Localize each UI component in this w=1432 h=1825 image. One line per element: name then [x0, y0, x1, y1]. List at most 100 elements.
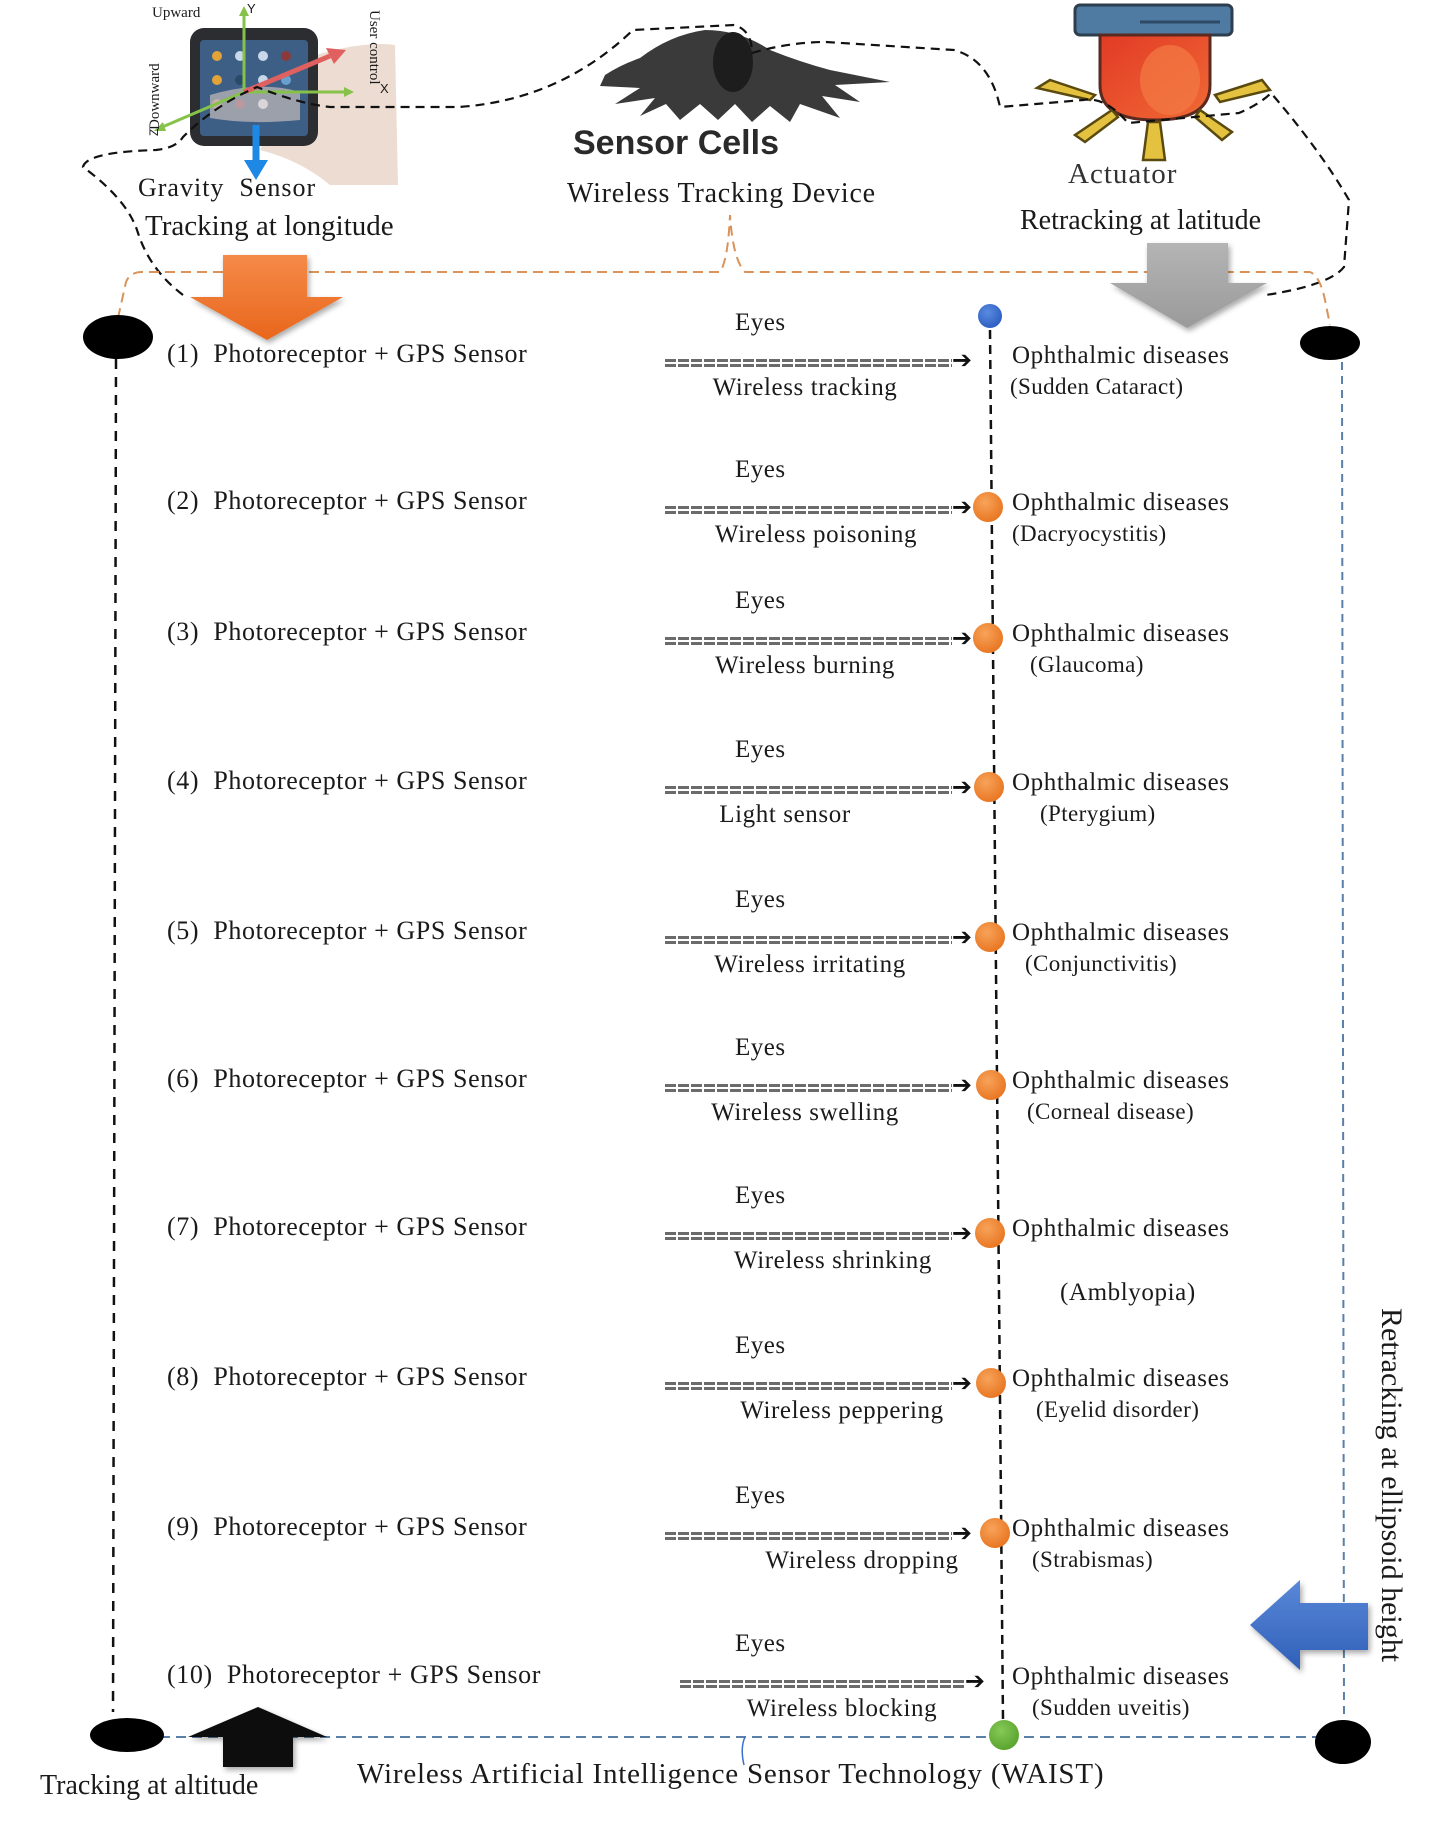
orange-dashed-frame [117, 214, 1331, 326]
row-source-text: Photoreceptor + GPS Sensor [213, 339, 528, 368]
blue-row-node [978, 304, 1002, 328]
row-arrow: ➔ [665, 626, 972, 650]
row-channel-label: Wireless irritating [714, 951, 906, 978]
arrow-head-icon: ➔ [951, 923, 972, 951]
row-source: (5) Photoreceptor + GPS Sensor [167, 918, 527, 944]
row-arrow: ➔ [665, 495, 972, 519]
arrow-head-icon: ➔ [951, 1219, 972, 1247]
row-disease-label: (Dacryocystitis) [1012, 521, 1167, 546]
wireless-tracking-device-label: Wireless Tracking Device [567, 178, 876, 209]
arrow-head-icon: ➔ [951, 624, 972, 652]
arrow-head-icon: ➔ [951, 1519, 972, 1547]
row-eyes-label: Eyes [735, 1332, 786, 1359]
row-channel-label: Wireless blocking [746, 1695, 938, 1722]
row-target-label: Ophthalmic diseases [1012, 1515, 1230, 1542]
row-eyes-label: Eyes [735, 1034, 786, 1061]
waist-title: Wireless Artificial Intelligence Sensor … [357, 1758, 1105, 1790]
row-arrow: ➔ [665, 348, 972, 372]
row-target-label: Ophthalmic diseases [1012, 620, 1230, 647]
orange-row-node [974, 772, 1004, 802]
row-target-label: Ophthalmic diseases [1012, 919, 1230, 946]
row-source-text: Photoreceptor + GPS Sensor [213, 1064, 528, 1093]
row-eyes-label: Eyes [735, 1182, 786, 1209]
row-source-text: Photoreceptor + GPS Sensor [213, 1362, 528, 1391]
row-number: (6) [167, 1064, 200, 1093]
row-disease-label: (Sudden uveitis) [1032, 1695, 1190, 1720]
row-eyes-label: Eyes [735, 587, 786, 614]
row-number: (8) [167, 1362, 200, 1391]
row-arrow: ➔ [665, 925, 972, 949]
row-source-text: Photoreceptor + GPS Sensor [213, 617, 528, 646]
row-channel-label: Wireless dropping [765, 1547, 959, 1574]
right-dashed-line [1341, 361, 1345, 1723]
gravity-sensor-label: Gravity Sensor [138, 173, 317, 202]
row-disease-label: (Eyelid disorder) [1036, 1397, 1200, 1422]
row-disease-label: (Strabismas) [1032, 1547, 1154, 1572]
row-source: (4) Photoreceptor + GPS Sensor [167, 768, 527, 794]
row-number: (10) [167, 1660, 213, 1689]
row-source: (8) Photoreceptor + GPS Sensor [167, 1364, 527, 1390]
row-disease-label: (Corneal disease) [1027, 1099, 1195, 1124]
row-source: (1) Photoreceptor + GPS Sensor [167, 341, 527, 367]
row-disease-label: (Conjunctivitis) [1025, 951, 1178, 976]
axis-user-control-label: User control [366, 10, 382, 85]
row-channel-label: Wireless burning [714, 652, 896, 679]
row-arrow: ➔ [665, 1073, 972, 1097]
row-channel-label: Wireless poisoning [714, 521, 918, 548]
row-target-label: Ophthalmic diseases [1012, 1365, 1230, 1392]
tracking-altitude-label: Tracking at altitude [40, 1770, 259, 1801]
row-target-label: Ophthalmic diseases [1012, 1067, 1230, 1094]
axis-downward-label: Downward [147, 63, 163, 130]
row-source: (6) Photoreceptor + GPS Sensor [167, 1066, 527, 1092]
orange-row-node [980, 1518, 1010, 1548]
row-source: (7) Photoreceptor + GPS Sensor [167, 1214, 527, 1240]
row-source: (3) Photoreceptor + GPS Sensor [167, 619, 527, 645]
row-source: (9) Photoreceptor + GPS Sensor [167, 1514, 527, 1540]
left-dashed-line [111, 358, 118, 1713]
blue-left-arrow [1250, 1580, 1368, 1670]
orange-row-node [976, 1070, 1006, 1100]
gray-down-arrow [1110, 243, 1267, 328]
black-up-arrow [188, 1707, 327, 1767]
row-eyes-label: Eyes [735, 886, 786, 913]
row-number: (9) [167, 1512, 200, 1541]
row-disease-label: (Glaucoma) [1030, 652, 1144, 677]
row-arrow: ➔ [665, 1221, 972, 1245]
row-number: (4) [167, 766, 200, 795]
row-channel-label: Wireless shrinking [734, 1247, 932, 1274]
row-target-label: Ophthalmic diseases [1012, 342, 1230, 369]
sensor-cell-illustration [600, 30, 890, 122]
row-arrow: ➔ [680, 1669, 985, 1693]
arrow-head-icon: ➔ [951, 493, 972, 521]
row-arrow: ➔ [665, 1371, 972, 1395]
axis-upward-label: Upward [152, 5, 201, 21]
user-control-arrow [243, 53, 331, 95]
row-target-label: Ophthalmic diseases [1012, 489, 1230, 516]
row-eyes-label: Eyes [735, 1630, 786, 1657]
row-eyes-label: Eyes [735, 456, 786, 483]
row-nodes [973, 304, 1010, 1548]
row-channel-label: Light sensor [719, 801, 851, 828]
row-target-label: Ophthalmic diseases [1012, 1215, 1230, 1242]
row-disease-label: (Pterygium) [1040, 801, 1156, 826]
row-source-text: Photoreceptor + GPS Sensor [213, 486, 528, 515]
orange-row-node [976, 1368, 1006, 1398]
row-channel-label: Wireless peppering [740, 1397, 944, 1424]
sensor-cells-label: Sensor Cells [573, 124, 779, 162]
retracking-ellipsoid-label: Retracking at ellipsoid height [1375, 1308, 1408, 1663]
row-channel-label: Wireless swelling [711, 1099, 899, 1126]
row-eyes-label: Eyes [735, 309, 786, 336]
row-number: (2) [167, 486, 200, 515]
orange-row-node [975, 922, 1005, 952]
row-source: (2) Photoreceptor + GPS Sensor [167, 488, 527, 514]
top-left-node [83, 315, 153, 359]
orange-down-arrow [190, 255, 343, 340]
row-eyes-label: Eyes [735, 1482, 786, 1509]
bottom-left-node [90, 1718, 164, 1752]
bottom-green-node [989, 1720, 1019, 1750]
axis-x-label: X [380, 81, 389, 96]
bottom-brace-mark [741, 1736, 746, 1766]
arrow-head-icon: ➔ [951, 1071, 972, 1099]
row-eyes-label: Eyes [735, 736, 786, 763]
